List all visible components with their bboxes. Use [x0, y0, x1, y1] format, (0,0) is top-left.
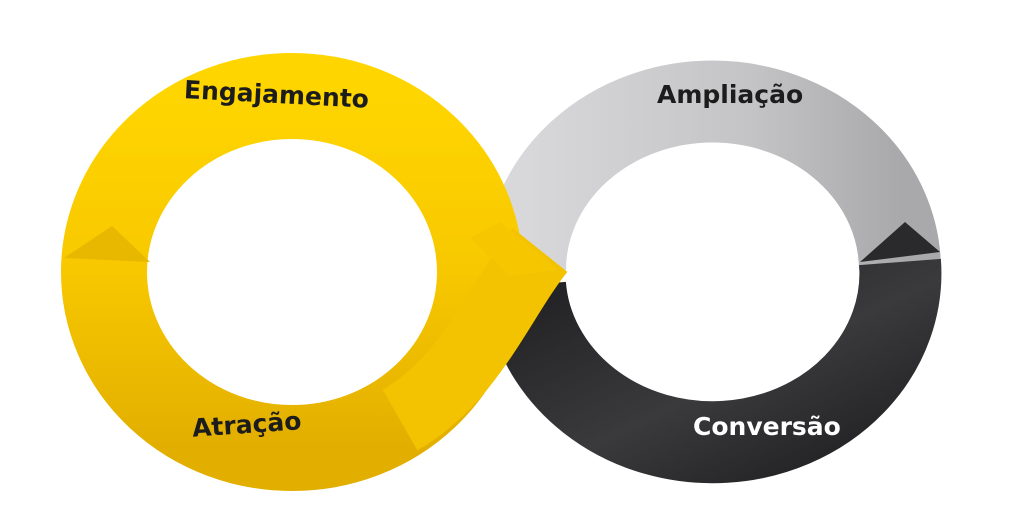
engajamento-atracao-ring: [61, 53, 523, 491]
arrow-head-right: [860, 222, 940, 262]
label-ampliacao: Ampliação: [657, 80, 804, 109]
arrow-head-left: [64, 226, 150, 262]
ampliacao-segment: [484, 60, 941, 271]
label-conversao: Conversão: [693, 412, 841, 441]
arrow-head-center: [470, 222, 558, 276]
conversao-segment: [484, 258, 942, 484]
